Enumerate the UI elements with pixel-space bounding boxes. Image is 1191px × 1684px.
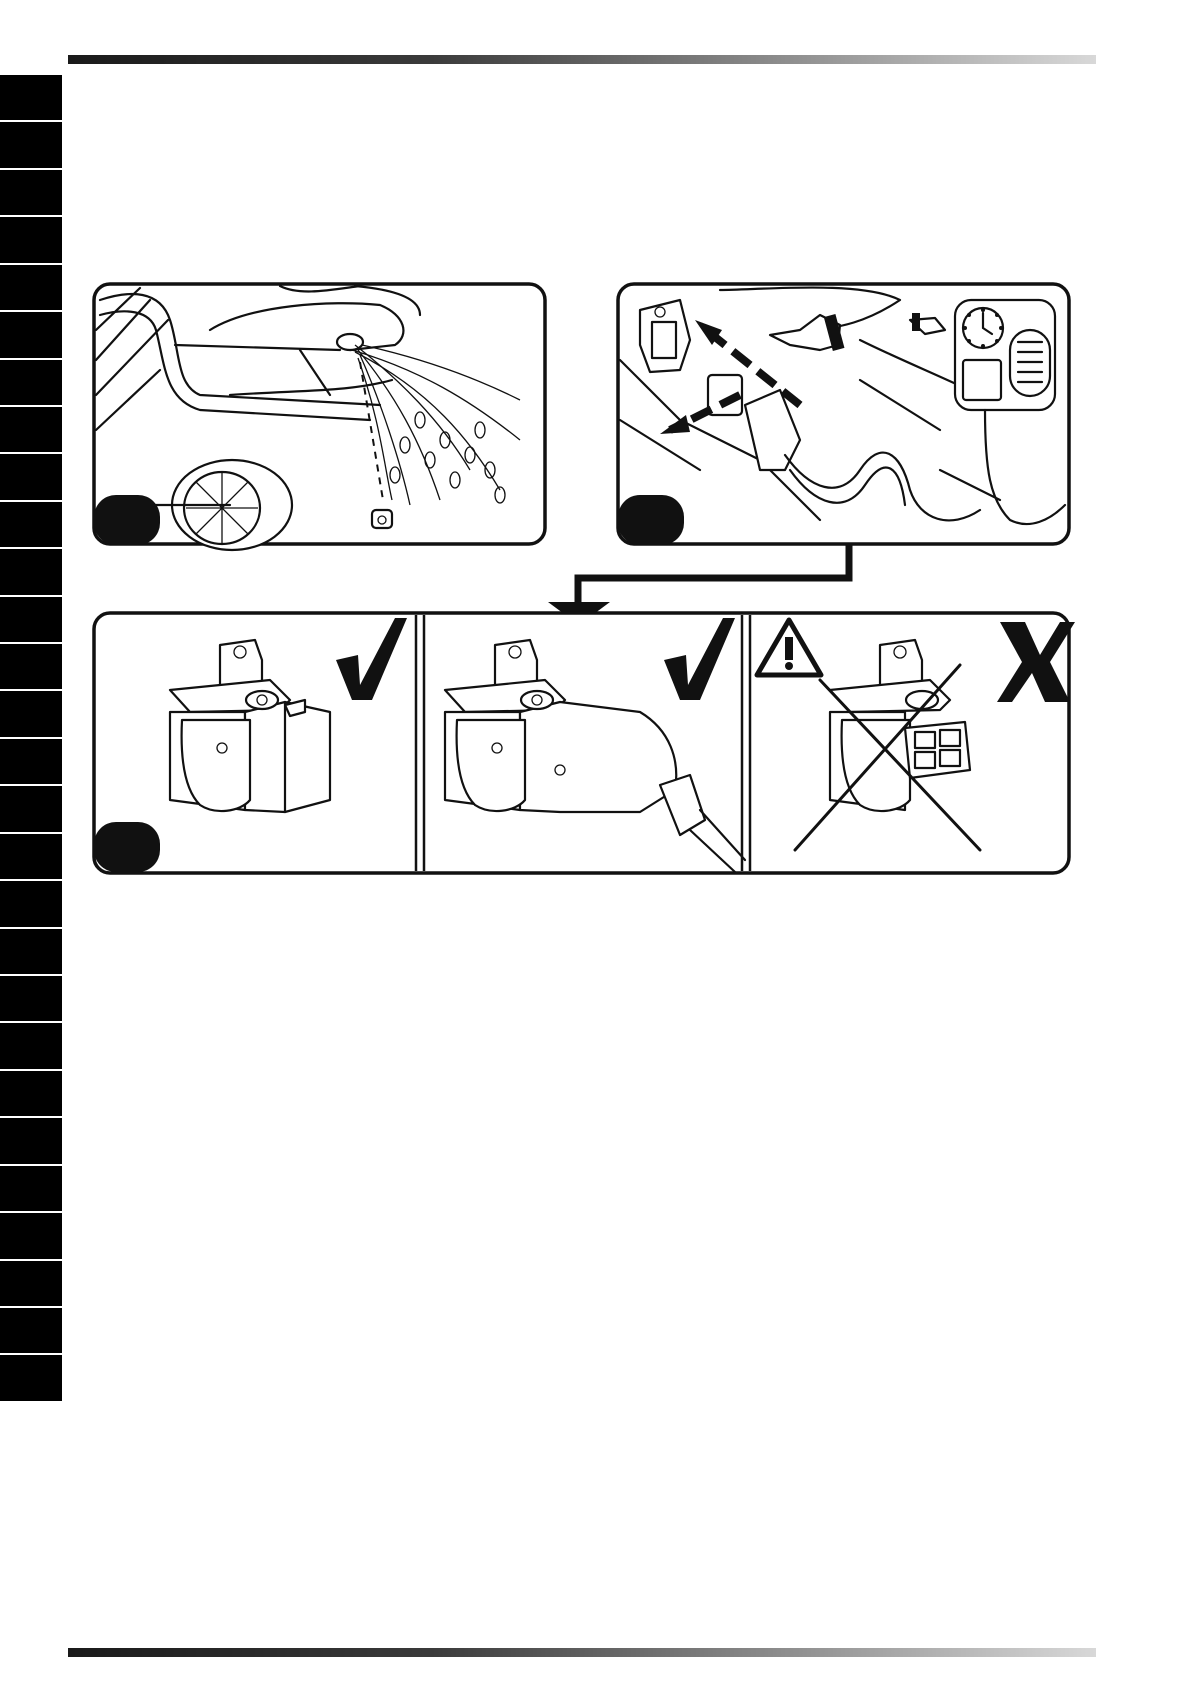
- figure-c-badge: [94, 822, 160, 872]
- figure-c-connectors: [94, 613, 1075, 873]
- figure-b-badge: [618, 495, 684, 545]
- figure-a-drain: [94, 284, 545, 550]
- figure-a-badge: [94, 495, 160, 545]
- figure-b-power: [618, 284, 1069, 545]
